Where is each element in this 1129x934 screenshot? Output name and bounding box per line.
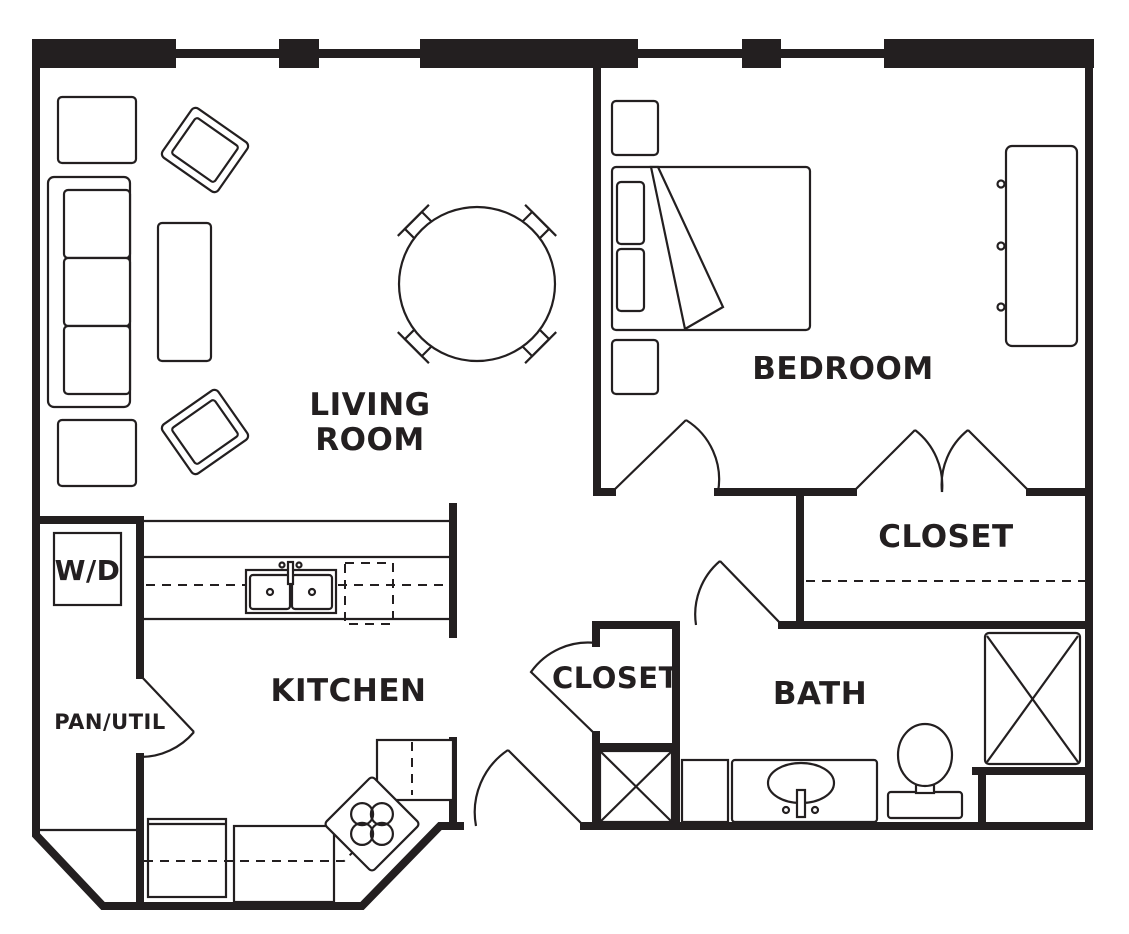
room-label-bath: BATH	[772, 676, 868, 712]
kitchen-fixtures	[38, 519, 455, 904]
room-label-living-room: LIVING ROOM	[300, 388, 440, 457]
living-room-label-line2: ROOM	[315, 421, 425, 458]
exterior-top-wall	[32, 39, 1094, 68]
room-label-pantry-utility: PAN/UTIL	[54, 710, 166, 734]
dining-set	[397, 204, 557, 364]
room-label-hall-closet: CLOSET	[552, 661, 679, 695]
living-room-furniture	[46, 95, 557, 488]
living-room-label-line1: LIVING	[309, 387, 431, 423]
room-label-washer-dryer: W/D	[54, 554, 121, 587]
room-label-bedroom-closet: CLOSET	[878, 519, 1014, 555]
bath-fixtures	[598, 631, 1082, 824]
exterior-walls	[32, 62, 1093, 910]
room-label-kitchen: KITCHEN	[270, 673, 427, 709]
doors	[139, 419, 1031, 827]
room-label-bedroom: BEDROOM	[752, 351, 934, 387]
bedroom-furniture	[610, 99, 1079, 396]
